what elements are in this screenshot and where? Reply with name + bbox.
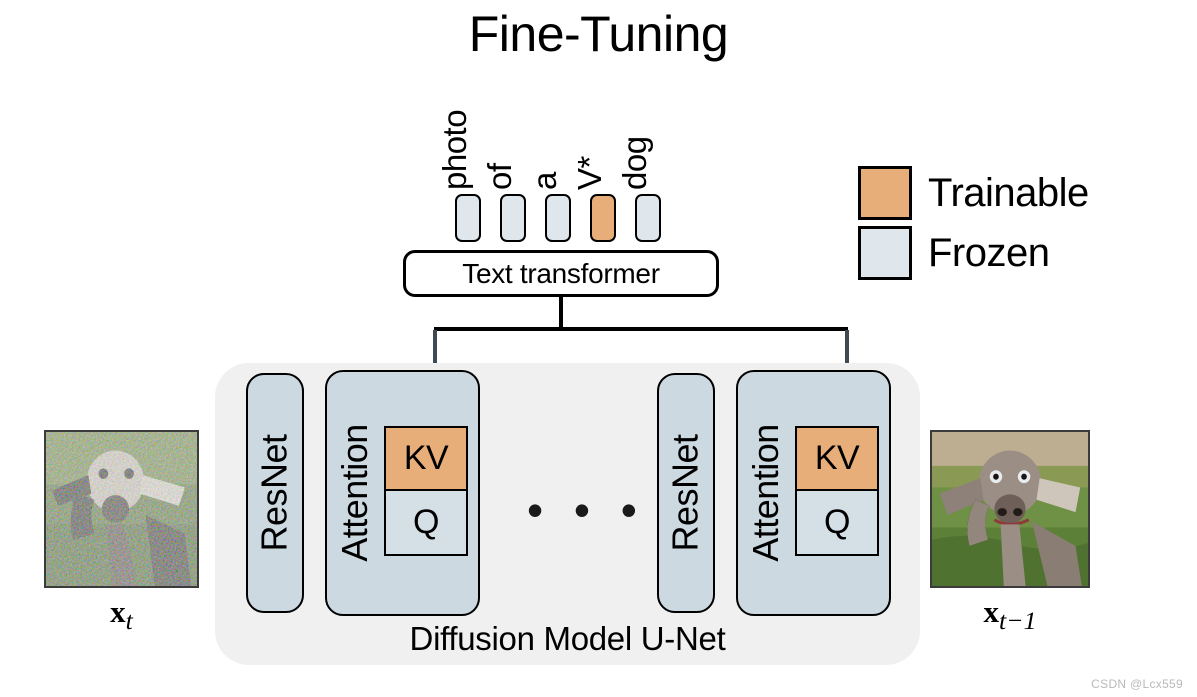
output-caption-base: x <box>983 594 999 629</box>
unet-resnet-label-2: ResNet <box>665 434 707 552</box>
text-transformer-label: Text transformer <box>462 257 660 289</box>
token-label-a: a <box>526 172 563 190</box>
kv-cell-2[interactable]: KV <box>797 428 877 491</box>
unet-attention-label-2: Attention <box>745 424 787 562</box>
connector-stem <box>559 296 563 330</box>
watermark: CSDN @Lcx559 <box>1091 677 1183 691</box>
output-caption-sub: t−1 <box>998 606 1037 636</box>
text-transformer-box[interactable]: Text transformer <box>403 250 719 297</box>
token-label-photo: photo <box>436 109 473 190</box>
figure-title: Fine-Tuning <box>468 6 729 62</box>
token-box-dog[interactable] <box>635 194 661 242</box>
legend-label-frozen: Frozen <box>928 231 1050 275</box>
input-image-noisy <box>44 430 199 588</box>
unet-caption: Diffusion Model U-Net <box>409 620 726 657</box>
connector-bus <box>434 327 848 331</box>
legend-swatch-trainable <box>858 166 912 220</box>
unet-resnet-block-2[interactable]: ResNet <box>657 373 715 613</box>
legend-row-frozen: Frozen <box>858 223 1089 283</box>
unet-attention-block-2[interactable]: Attention KV Q <box>736 370 891 616</box>
token-box-photo[interactable] <box>455 194 481 242</box>
unet-resnet-block-1[interactable]: ResNet <box>246 373 304 613</box>
input-caption-sub: t <box>125 606 133 636</box>
kvq-group-2: KV Q <box>795 426 879 556</box>
unet-resnet-label-1: ResNet <box>254 434 296 552</box>
input-image-caption: xt <box>44 596 199 634</box>
token-box-vstar[interactable] <box>590 194 616 242</box>
unet-attention-label-1: Attention <box>334 424 376 562</box>
kvq-group-1: KV Q <box>384 426 468 556</box>
output-image-denoised <box>930 430 1090 588</box>
unet-ellipsis: • • • <box>527 484 646 536</box>
q-cell-2[interactable]: Q <box>797 491 877 554</box>
q-cell-1[interactable]: Q <box>386 491 466 554</box>
output-image-caption: xt−1 <box>930 596 1090 634</box>
token-label-of: of <box>481 163 518 190</box>
unet-resnet-label-2-wrap: ResNet <box>659 375 713 611</box>
kv-cell-1[interactable]: KV <box>386 428 466 491</box>
legend-label-trainable: Trainable <box>928 171 1089 215</box>
unet-attention-label-1-wrap: Attention <box>331 372 379 614</box>
token-label-vstar: V* <box>571 156 608 190</box>
legend-swatch-frozen <box>858 226 912 280</box>
unet-attention-label-2-wrap: Attention <box>742 372 790 614</box>
legend: Trainable Frozen <box>858 163 1089 283</box>
noisy-dog-photo-graphic <box>46 432 197 586</box>
input-caption-base: x <box>110 594 126 629</box>
token-box-a[interactable] <box>545 194 571 242</box>
token-label-dog: dog <box>616 136 653 190</box>
legend-row-trainable: Trainable <box>858 163 1089 223</box>
unet-attention-block-1[interactable]: Attention KV Q <box>325 370 480 616</box>
token-box-of[interactable] <box>500 194 526 242</box>
denoised-dog-photo-graphic <box>932 432 1088 586</box>
unet-resnet-label-1-wrap: ResNet <box>248 375 302 611</box>
